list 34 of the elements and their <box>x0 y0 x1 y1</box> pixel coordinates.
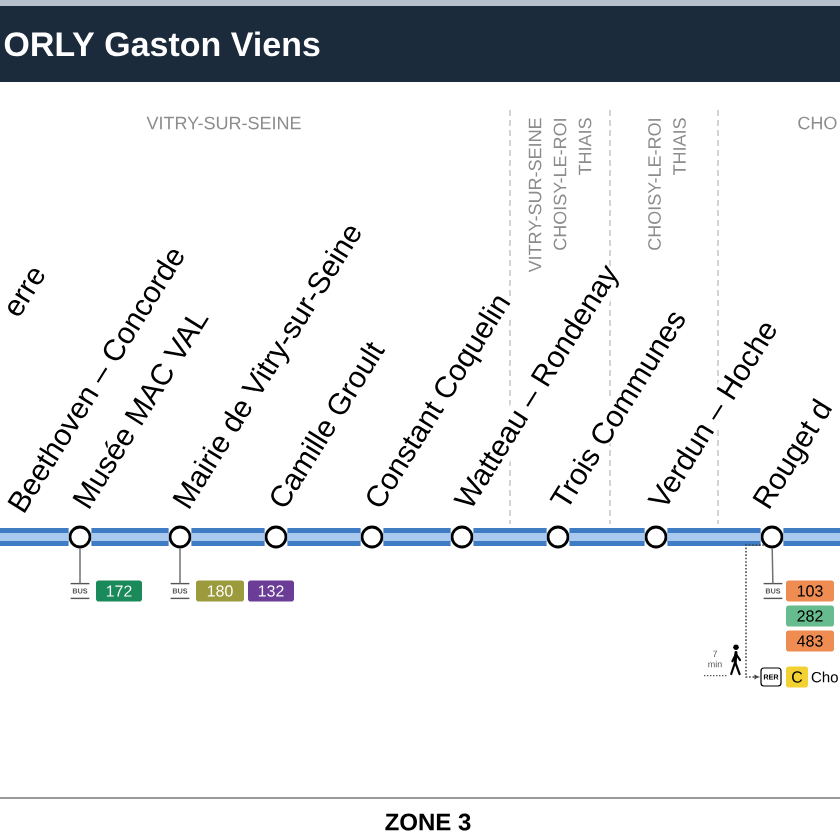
tram-line <box>383 528 451 546</box>
commune-name: CHO <box>798 116 837 130</box>
commune-name: VITRY-SUR-SEINE <box>146 116 301 130</box>
tram-line <box>0 528 69 546</box>
station-circle <box>546 525 570 549</box>
station-circle <box>68 525 92 549</box>
station-circle <box>450 525 474 549</box>
station-circle <box>760 525 784 549</box>
route-badge: 172 <box>96 580 142 602</box>
route-badge: 180 <box>196 580 244 602</box>
station-circle <box>168 525 192 549</box>
station-circle <box>644 525 668 549</box>
connector-line <box>771 547 774 585</box>
route-badge: 132 <box>248 580 294 602</box>
station-circle <box>360 525 384 549</box>
connector-line <box>79 547 81 585</box>
tram-line <box>91 528 169 546</box>
tram-line <box>191 528 265 546</box>
tram-line <box>667 528 761 546</box>
commune-name: CHOISY-LE-ROI THIAIS <box>648 118 686 250</box>
tram-line <box>287 528 361 546</box>
tram-line <box>569 528 645 546</box>
zone-label: ZONE 3 <box>385 813 471 831</box>
connector-line <box>179 547 181 585</box>
route-badge: 483 <box>786 630 834 652</box>
route-badge: C <box>786 666 808 688</box>
station-name: erre <box>3 264 49 321</box>
route-badge: 103 <box>786 580 834 602</box>
station-circle <box>264 525 288 549</box>
header-bar: ORLY Gaston Viens <box>0 0 840 82</box>
arrow <box>745 544 765 680</box>
route-badge: 282 <box>786 605 834 627</box>
tram-line <box>783 528 840 546</box>
tram-line <box>473 528 547 546</box>
